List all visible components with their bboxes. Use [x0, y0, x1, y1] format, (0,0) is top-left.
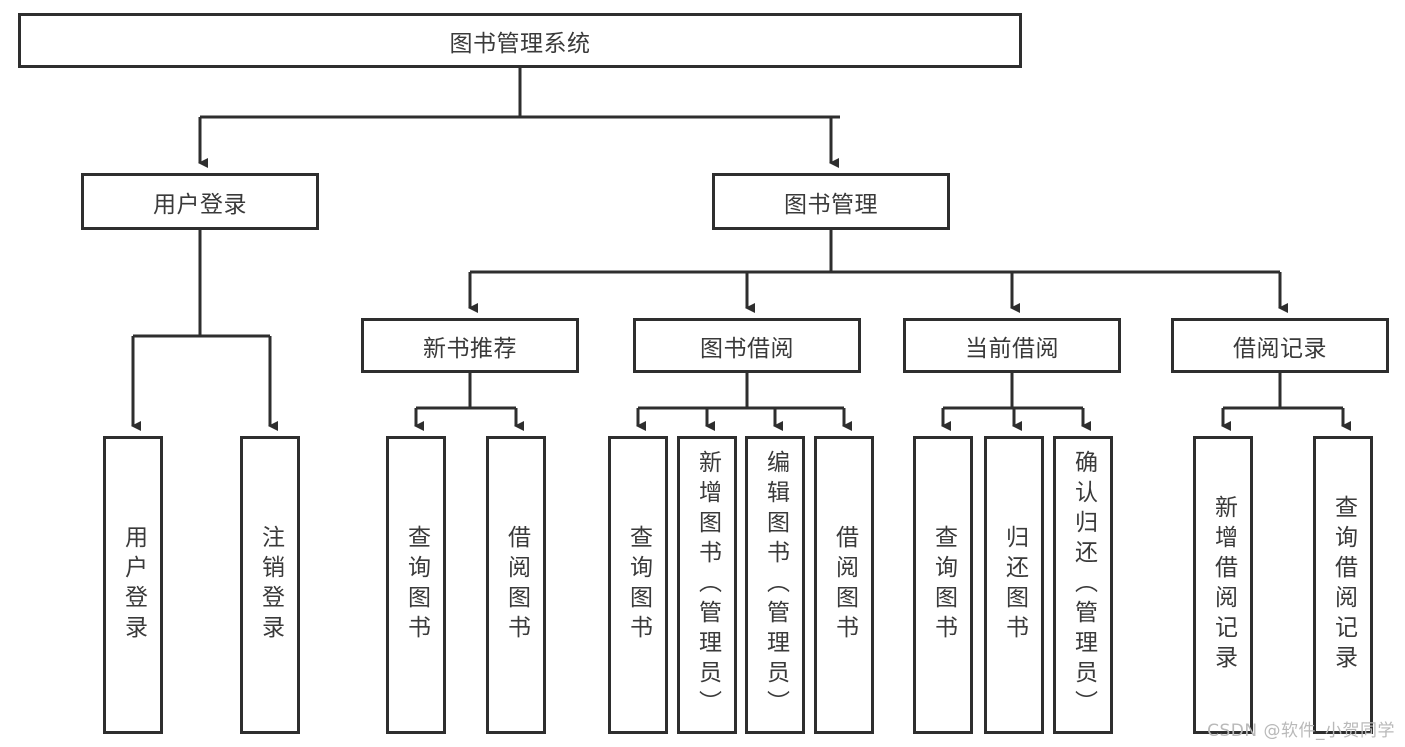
node-leaf-query-borrow-record-label: 查询借阅记录	[1330, 495, 1357, 675]
node-leaf-add-borrow-record-label: 新增借阅记录	[1210, 495, 1237, 675]
node-current-borrow[interactable]: 当前借阅	[903, 318, 1121, 373]
node-leaf-add-book-admin-label: 新增图书（管理员）	[694, 450, 721, 720]
node-leaf-borrow-book-recommend[interactable]: 借阅图书	[486, 436, 546, 734]
node-root[interactable]: 图书管理系统	[18, 13, 1022, 68]
node-leaf-borrow-book-label: 借阅图书	[831, 525, 858, 645]
node-book-borrow-label: 图书借阅	[700, 335, 794, 362]
node-current-borrow-label: 当前借阅	[965, 335, 1059, 362]
node-leaf-edit-book-admin-label: 编辑图书（管理员）	[762, 450, 789, 720]
node-leaf-confirm-return-admin[interactable]: 确认归还（管理员）	[1053, 436, 1113, 734]
node-leaf-query-book-current[interactable]: 查询图书	[913, 436, 973, 734]
node-leaf-edit-book-admin[interactable]: 编辑图书（管理员）	[745, 436, 805, 734]
node-leaf-query-book-recommend-label: 查询图书	[403, 525, 430, 645]
node-leaf-borrow-book-recommend-label: 借阅图书	[503, 525, 530, 645]
node-new-book-recommend-label: 新书推荐	[423, 335, 517, 362]
node-leaf-user-login-label: 用户登录	[120, 525, 147, 645]
csdn-watermark: CSDN @软件_小贺同学	[1207, 721, 1395, 741]
node-leaf-query-book-recommend[interactable]: 查询图书	[386, 436, 446, 734]
node-leaf-add-book-admin[interactable]: 新增图书（管理员）	[677, 436, 737, 734]
node-leaf-query-borrow-record[interactable]: 查询借阅记录	[1313, 436, 1373, 734]
node-leaf-return-book-label: 归还图书	[1001, 525, 1028, 645]
node-leaf-borrow-book[interactable]: 借阅图书	[814, 436, 874, 734]
node-leaf-add-borrow-record[interactable]: 新增借阅记录	[1193, 436, 1253, 734]
node-user-login[interactable]: 用户登录	[81, 173, 319, 230]
node-root-label: 图书管理系统	[449, 30, 591, 57]
node-new-book-recommend[interactable]: 新书推荐	[361, 318, 579, 373]
node-borrow-records[interactable]: 借阅记录	[1171, 318, 1389, 373]
node-user-login-label: 用户登录	[153, 191, 247, 218]
node-leaf-query-book-borrow[interactable]: 查询图书	[608, 436, 668, 734]
node-leaf-query-book-current-label: 查询图书	[930, 525, 957, 645]
node-leaf-logout[interactable]: 注销登录	[240, 436, 300, 734]
node-book-management[interactable]: 图书管理	[712, 173, 950, 230]
node-book-borrow[interactable]: 图书借阅	[633, 318, 861, 373]
node-leaf-query-book-borrow-label: 查询图书	[625, 525, 652, 645]
node-leaf-return-book[interactable]: 归还图书	[984, 436, 1044, 734]
node-leaf-user-login[interactable]: 用户登录	[103, 436, 163, 734]
node-book-management-label: 图书管理	[784, 191, 878, 218]
node-leaf-logout-label: 注销登录	[257, 525, 284, 645]
node-borrow-records-label: 借阅记录	[1233, 335, 1327, 362]
node-leaf-confirm-return-admin-label: 确认归还（管理员）	[1070, 450, 1097, 720]
